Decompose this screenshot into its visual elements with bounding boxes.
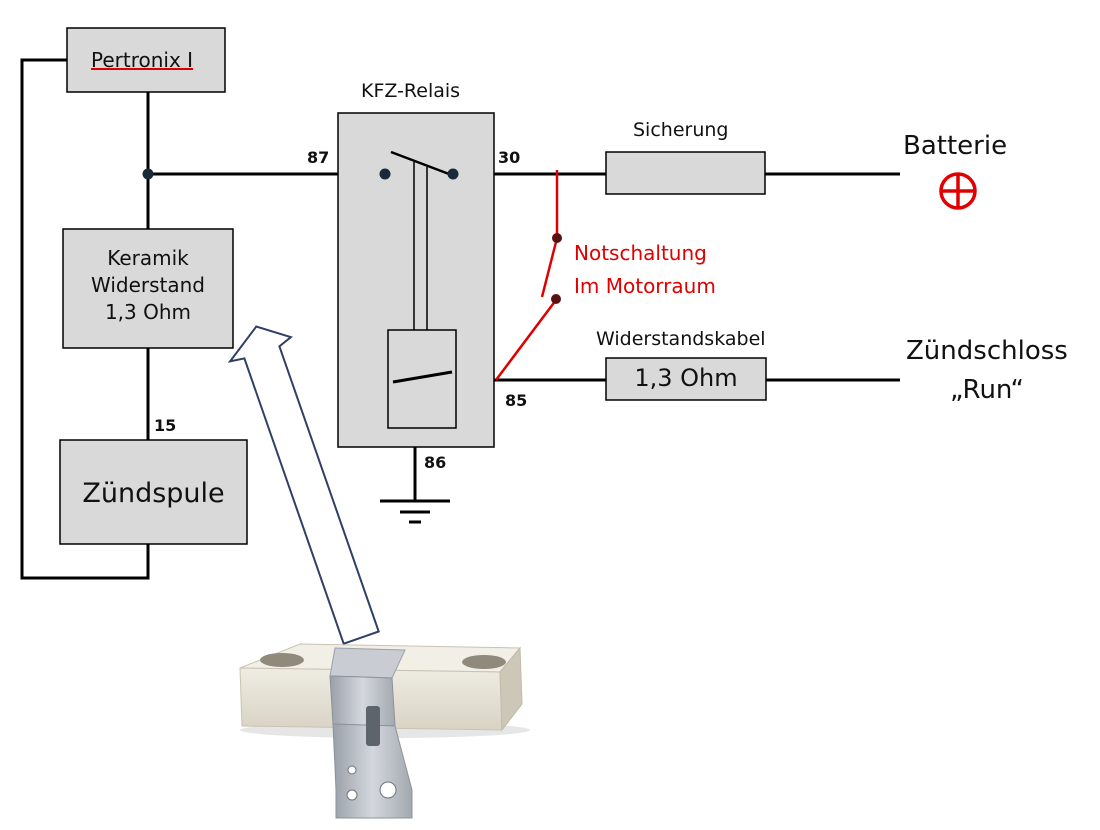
relay-coil-bar <box>392 370 453 384</box>
relay-contact-87 <box>379 168 391 180</box>
resistor-box <box>62 228 234 349</box>
coil-box <box>59 439 248 545</box>
pin-87: 87 <box>307 148 330 167</box>
pin-15: 15 <box>154 416 177 435</box>
relay-internals <box>387 150 457 429</box>
plus-circle-icon <box>939 172 977 210</box>
emergency-contact-bottom <box>551 294 561 304</box>
emergency-label-line1: Notschaltung <box>574 241 707 265</box>
relay-label: KFZ-Relais <box>361 80 461 102</box>
relay-coil <box>387 329 457 429</box>
pointer-arrow <box>227 325 380 645</box>
fuse-box <box>605 151 766 195</box>
resistor-label-line1: Keramik <box>107 246 189 270</box>
resistor-label: Keramik Widerstand 1,3 Ohm <box>63 245 233 326</box>
pin-86: 86 <box>424 453 447 472</box>
junction-dot <box>142 168 154 180</box>
ceramic-resistor-photo <box>239 643 530 819</box>
pin-30: 30 <box>498 148 521 167</box>
pin-85: 85 <box>505 391 528 410</box>
ground-icon <box>380 499 450 524</box>
relay-contact-30 <box>447 168 459 180</box>
wire-pertronix-loop <box>20 58 150 580</box>
fuse-label: Sicherung <box>633 119 729 141</box>
cable-label: Widerstandskabel <box>596 328 766 350</box>
emergency-switch <box>495 170 559 381</box>
emergency-label-line2: Im Motorraum <box>574 274 716 298</box>
emergency-contact-top <box>552 233 562 243</box>
pertronix-label: Pertronix I <box>91 48 194 72</box>
resistor-label-line3: 1,3 Ohm <box>104 300 192 324</box>
battery-label: Batterie <box>903 131 1008 161</box>
resistor-label-line2: Widerstand <box>90 273 205 297</box>
pertronix-box <box>66 27 226 93</box>
relay-switch-blade <box>390 150 450 176</box>
cable-resistor-box <box>605 357 767 401</box>
ignition-label-line1: Zündschloss <box>906 336 1068 366</box>
coil-label: Zündspule <box>82 478 225 509</box>
cable-value-label: 1,3 Ohm <box>634 364 738 392</box>
ignition-label-line2: „Run“ <box>950 375 1024 405</box>
wires <box>20 58 900 580</box>
